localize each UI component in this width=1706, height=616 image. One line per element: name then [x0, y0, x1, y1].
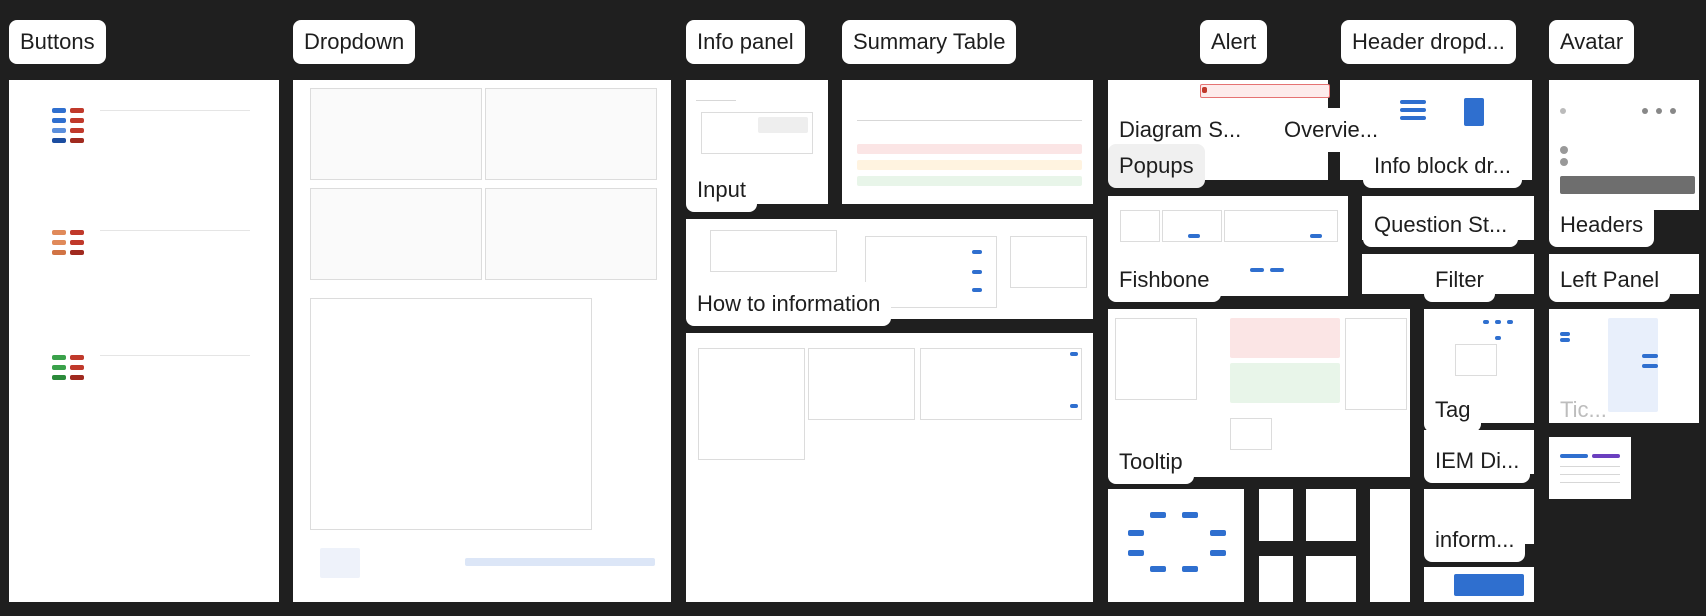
label-tic[interactable]: Tic... — [1560, 397, 1607, 422]
label-popups[interactable]: Popups — [1108, 144, 1205, 188]
tic-thumbnail — [1558, 316, 1693, 416]
label-dropdown[interactable]: Dropdown — [293, 20, 416, 64]
tooltip-thumbnail — [1115, 318, 1407, 468]
bottom-small-4-frame[interactable] — [1306, 556, 1356, 602]
buttons-frame[interactable] — [9, 80, 279, 602]
label-fishbone[interactable]: Fishbone — [1108, 258, 1221, 302]
label-tag[interactable]: Tag — [1424, 388, 1482, 432]
label-summary-table[interactable]: Summary Table — [842, 20, 1017, 64]
bottom-tall-frame[interactable] — [1370, 489, 1410, 602]
label-inform[interactable]: inform... — [1424, 518, 1526, 562]
label-question-st[interactable]: Question St... — [1363, 203, 1519, 247]
label-filter[interactable]: Filter — [1424, 258, 1495, 302]
label-how-to-information[interactable]: How to information — [686, 282, 892, 326]
label-info-block-dr[interactable]: Info block dr... — [1363, 144, 1522, 188]
avatar-thumbnail — [1560, 104, 1695, 194]
buttons-thumbnail — [40, 100, 270, 500]
large-doc-thumbnail — [698, 348, 1088, 460]
label-iem-di[interactable]: IEM Di... — [1424, 439, 1531, 483]
label-diagram-s[interactable]: Diagram S... — [1108, 108, 1253, 152]
label-avatar[interactable]: Avatar — [1549, 20, 1635, 64]
label-alert[interactable]: Alert — [1200, 20, 1268, 64]
bottom-diagram-frame[interactable] — [1108, 489, 1244, 602]
alert-thumbnail — [1200, 84, 1330, 104]
tag-thumbnail — [1435, 318, 1525, 378]
label-input[interactable]: Input — [686, 168, 757, 212]
label-header-dropdown[interactable]: Header dropd... — [1341, 20, 1516, 64]
small-blue-thumbnail — [1556, 452, 1626, 492]
label-left-panel[interactable]: Left Panel — [1549, 258, 1671, 302]
label-headers[interactable]: Headers — [1549, 203, 1655, 247]
small-blue-frame[interactable] — [1549, 437, 1631, 499]
dropdown-thumbnail — [305, 88, 660, 588]
label-tooltip[interactable]: Tooltip — [1108, 440, 1194, 484]
bottom-small-2-frame[interactable] — [1306, 489, 1356, 541]
bottom-small-3-frame[interactable] — [1259, 556, 1293, 602]
info-panel-thumbnail — [696, 100, 816, 160]
fishbone-thumbnail — [1120, 210, 1340, 280]
bottom-small-1-frame[interactable] — [1259, 489, 1293, 541]
header-dropdown-thumbnail — [1400, 96, 1530, 136]
label-buttons[interactable]: Buttons — [9, 20, 106, 64]
bottom-blue-thumbnail — [1454, 574, 1524, 598]
label-info-panel[interactable]: Info panel — [686, 20, 805, 64]
bottom-diagram-thumbnail — [1120, 510, 1235, 580]
summary-table-thumbnail — [852, 100, 1092, 195]
